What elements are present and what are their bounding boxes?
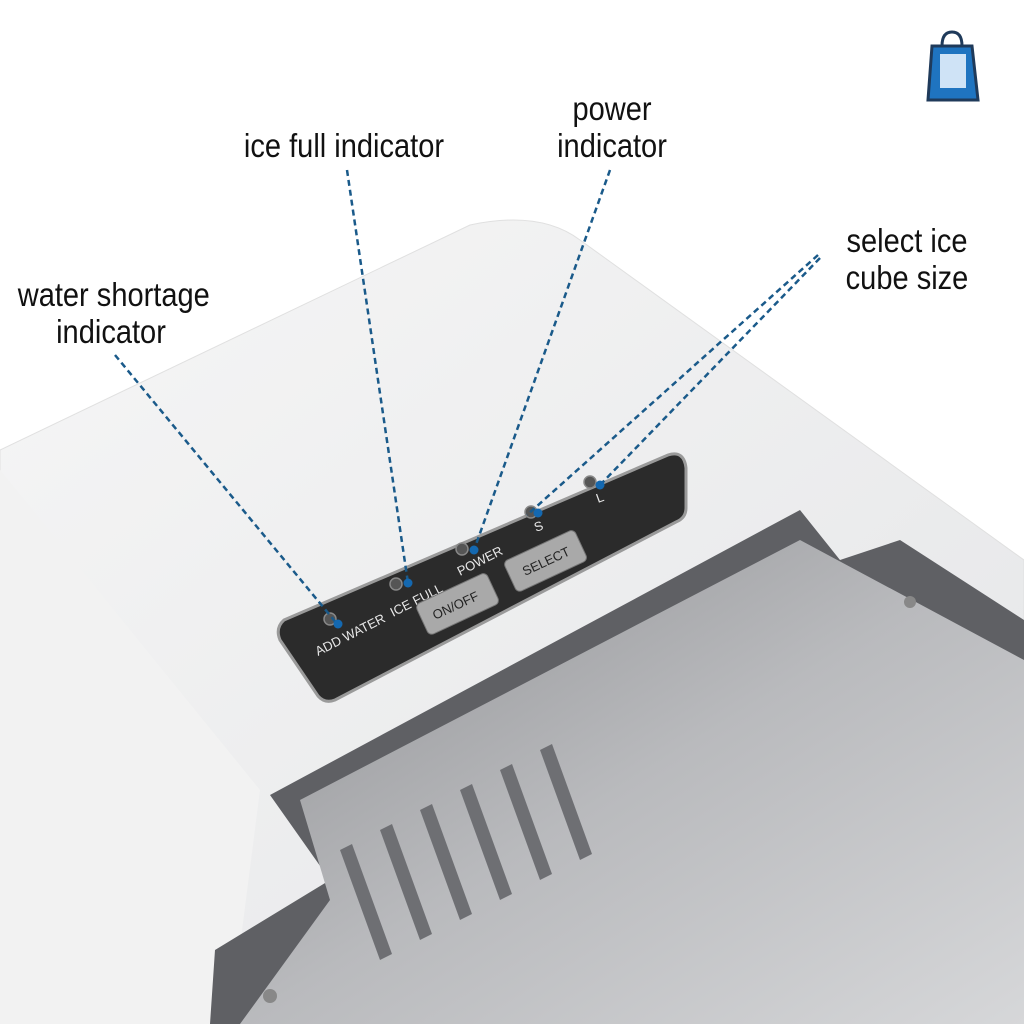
large-size-label: L xyxy=(594,489,606,506)
on-off-button[interactable]: ON/OFF xyxy=(415,572,500,636)
power-led xyxy=(455,542,469,556)
callout-text: indicator xyxy=(557,127,667,164)
callout-power: power indicator xyxy=(553,90,671,164)
large-size-led xyxy=(583,475,597,489)
callout-text: indicator xyxy=(56,313,166,350)
basket-vents xyxy=(340,744,592,960)
callout-select-size: select ice cube size xyxy=(845,222,970,296)
callout-text: power xyxy=(572,90,652,127)
callout-text: cube size xyxy=(845,259,969,296)
ice-full-led xyxy=(389,577,403,591)
callout-water-shortage: water shortage indicator xyxy=(17,276,210,350)
shopping-bag-icon xyxy=(926,30,980,102)
callout-text: water shortage xyxy=(17,276,210,313)
callout-text: select ice xyxy=(846,222,968,259)
callout-lines xyxy=(114,169,821,626)
callout-ice-full: ice full indicator xyxy=(243,127,445,164)
add-water-led xyxy=(323,612,337,626)
callout-dots xyxy=(333,480,605,629)
